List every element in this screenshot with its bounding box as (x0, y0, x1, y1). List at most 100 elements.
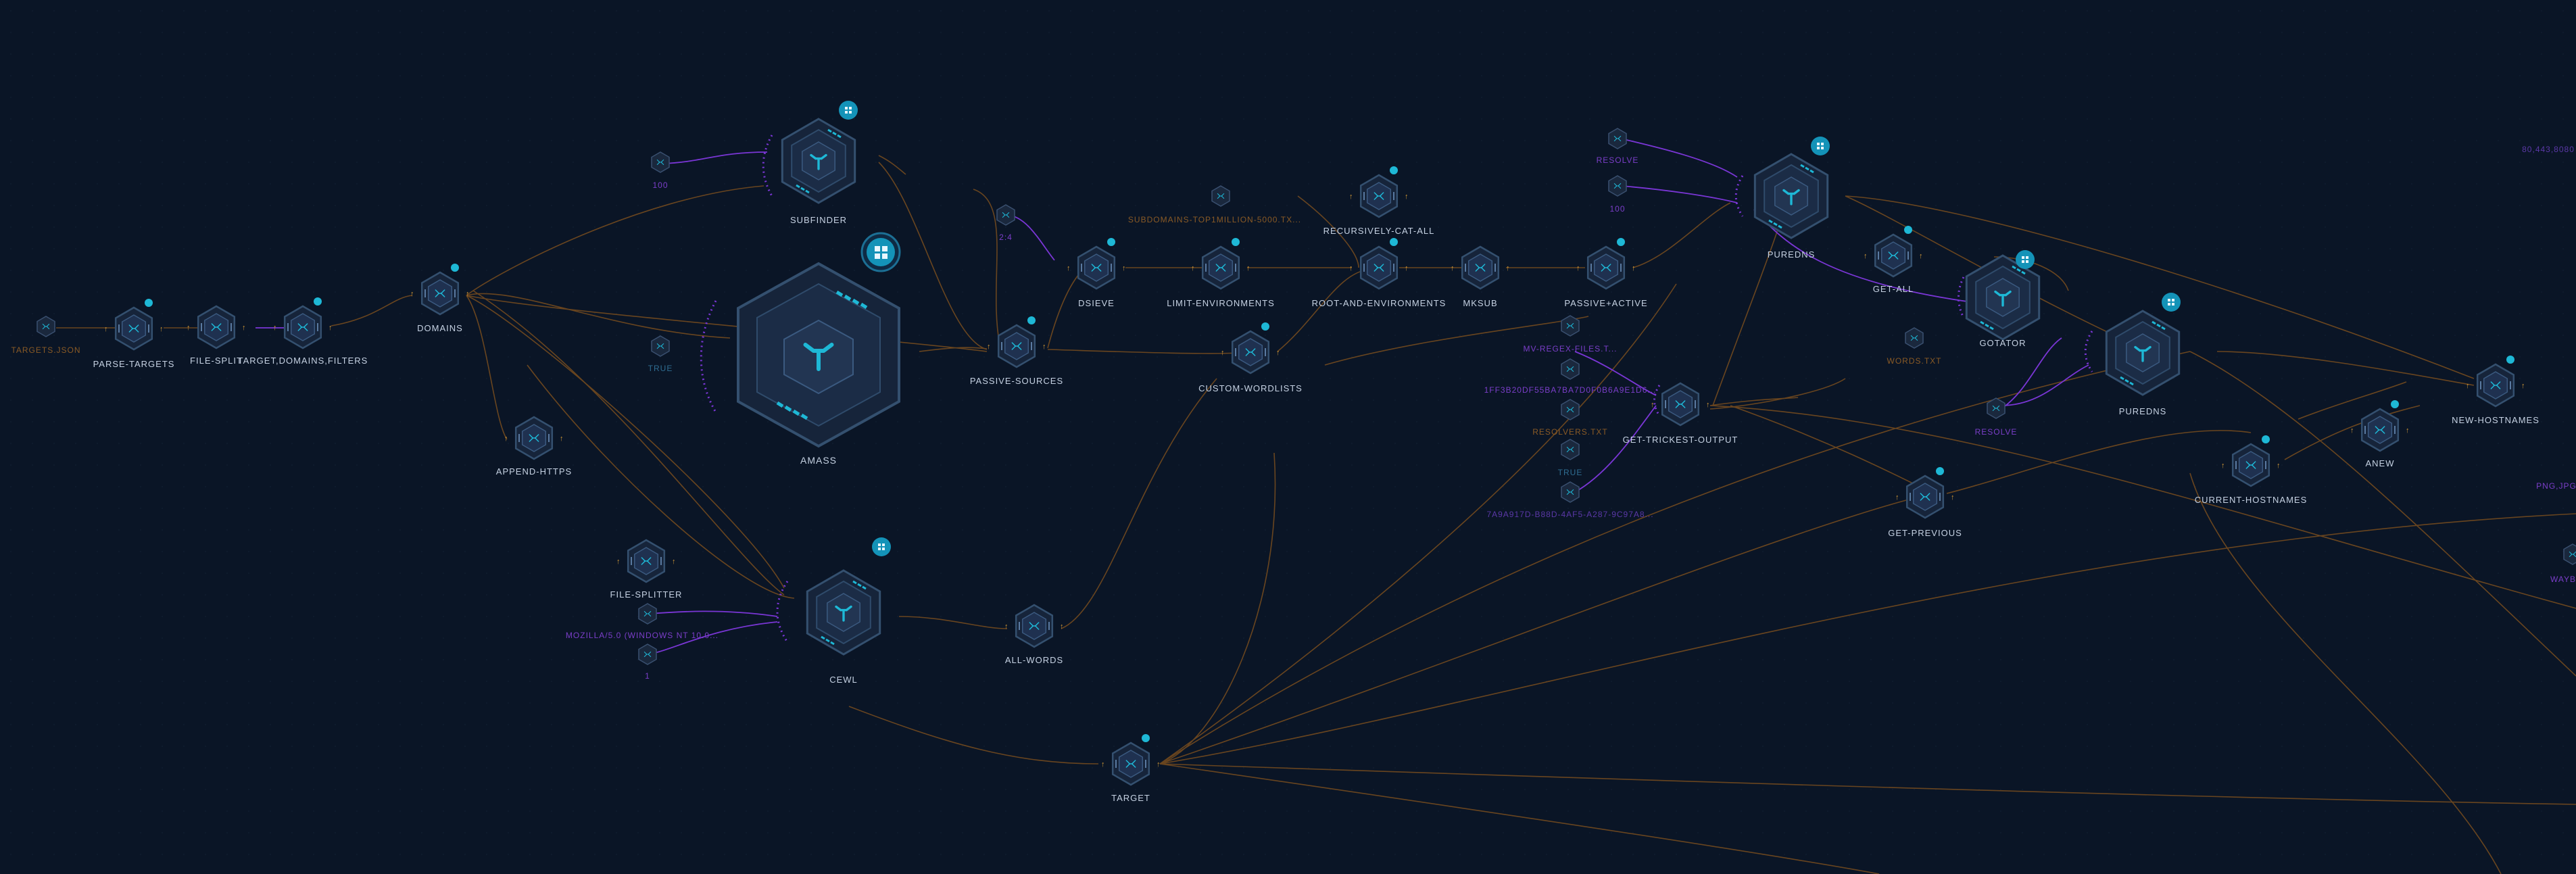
input-node-icon[interactable] (1561, 358, 1580, 380)
node-label-domains: DOMAINS (417, 323, 463, 333)
svg-text:↑: ↑ (1060, 623, 1064, 631)
status-dot (1904, 226, 1912, 234)
grid-badge-icon[interactable] (872, 537, 891, 556)
param-wayb: WAYB (2550, 575, 2576, 584)
node-cewl[interactable] (806, 537, 891, 656)
node-puredns-1[interactable] (1753, 137, 1830, 239)
node-subfinder[interactable] (781, 101, 858, 204)
input-node-icon[interactable] (1561, 481, 1580, 503)
node-all-words[interactable]: ↑↑ (1004, 604, 1064, 648)
input-node-icon[interactable] (37, 316, 55, 337)
svg-text:↑: ↑ (1067, 264, 1071, 272)
node-label-puredns-1: PUREDNS (1767, 249, 1816, 260)
param-resolve-b: RESOLVE (1974, 427, 2018, 437)
node-recursively-cat-all[interactable]: ↑↑ (1349, 166, 1409, 218)
node-label-amass: AMASS (800, 455, 837, 466)
param-100-b: 100 (1609, 204, 1626, 214)
node-limit-environments[interactable]: ↑↑ (1191, 238, 1250, 290)
grid-badge-icon[interactable] (2162, 293, 2181, 312)
param-dots[interactable] (37, 128, 2576, 665)
input-node-icon[interactable] (996, 204, 1015, 226)
node-passive-active[interactable]: ↑↑ (1576, 238, 1636, 290)
node-label-custom-wordlists: CUSTOM-WORDLISTS (1198, 383, 1303, 393)
node-label-gotator: GOTATOR (1979, 338, 2026, 348)
edges-orange (56, 155, 2576, 874)
svg-text:↑: ↑ (2221, 462, 2225, 470)
status-dot (1390, 166, 1398, 174)
node-passive-sources[interactable]: ↑↑ (987, 316, 1046, 368)
grid-badge-icon[interactable] (2016, 250, 2035, 269)
svg-text:↑: ↑ (1632, 264, 1636, 272)
input-node-icon[interactable] (651, 335, 670, 357)
node-append-https[interactable]: ↑↑ (504, 416, 564, 460)
input-node-icon[interactable] (2563, 543, 2576, 565)
input-node-icon[interactable] (638, 603, 657, 625)
input-node-icon[interactable] (1561, 399, 1580, 420)
node-label-current-hostnames: CURRENT-HOSTNAMES (2194, 495, 2308, 505)
param-100: 100 (652, 180, 669, 190)
node-get-previous[interactable]: ↑↑ (1895, 467, 1955, 519)
param-uuid-a: 1FF3B20DF55BA7BA7D0F0B6A9E1D6... (1484, 385, 1657, 395)
node-label-dsieve: DSIEVE (1078, 298, 1115, 308)
node-label-get-previous: GET-PREVIOUS (1888, 528, 1962, 538)
grid-badge-icon[interactable] (1811, 137, 1830, 155)
node-file-splitter[interactable]: ↑↑ (616, 539, 676, 583)
node-custom-wordlists[interactable]: ↑↑ (1221, 322, 1280, 374)
node-current-hostnames[interactable]: ↑↑ (2221, 435, 2281, 487)
node-label-get-all: GET-ALL (1872, 284, 1914, 294)
input-node-icon[interactable] (1561, 439, 1580, 460)
node-label-recursively-cat-all: RECURSIVELY-CAT-ALL (1323, 226, 1435, 236)
input-node-icon[interactable] (1608, 128, 1627, 149)
node-root-and-environments[interactable]: ↑↑ (1349, 238, 1409, 290)
status-dot (145, 299, 153, 307)
node-anew[interactable]: ↑↑ (2350, 400, 2410, 452)
node-new-hostnames[interactable]: ↑↑ (2466, 356, 2525, 408)
param-words-txt: WORDS.TXT (1887, 356, 1942, 366)
small-nodes[interactable]: ↑↑↑↑↑↑↑↑↑↑↑↑↑↑↑↑↑↑↑↑↑↑↑↑↑↑↑↑↑↑↑↑↑↑↑↑↑↑↑↑… (104, 166, 2525, 786)
status-dot (2391, 400, 2399, 408)
node-label-parse-targets: PARSE-TARGETS (93, 359, 175, 369)
node-dsieve[interactable]: ↑↑ (1067, 238, 1126, 290)
svg-text:↑: ↑ (187, 324, 191, 332)
status-dot (2506, 356, 2514, 364)
param-2-4: 2:4 (999, 233, 1013, 242)
node-amass-shape[interactable] (737, 232, 901, 448)
node-label-new-hostnames: NEW-HOSTNAMES (2452, 415, 2539, 425)
input-node-icon[interactable] (638, 644, 657, 665)
node-label-root-and-environments: ROOT-AND-ENVIRONMENTS (1311, 298, 1447, 308)
node-label-puredns-2: PUREDNS (2118, 406, 2167, 416)
svg-text:↑: ↑ (2521, 382, 2525, 390)
node-mksub[interactable]: ↑↑ (1451, 245, 1510, 290)
input-node-icon[interactable] (1608, 175, 1627, 197)
node-file-split[interactable]: ↑↑ (187, 305, 246, 349)
node-puredns-2[interactable] (2105, 293, 2181, 396)
node-get-trickest-output[interactable]: ↑↑ (1651, 382, 1710, 427)
input-node-icon[interactable] (1561, 315, 1580, 337)
node-label-cewl: CEWL (829, 675, 858, 685)
input-node-icon[interactable] (1905, 327, 1924, 349)
module-nodes[interactable] (781, 101, 2181, 656)
param-resolve: RESOLVE (1596, 155, 1639, 165)
node-label-all-words: ALL-WORDS (1004, 655, 1064, 665)
input-node-icon[interactable] (651, 151, 670, 173)
param-targets-json: TARGETS.JSON (11, 345, 81, 355)
node-domains[interactable]: ↑↑ (410, 264, 470, 316)
node-target-domains-filters[interactable]: ↑↑ (273, 297, 333, 349)
node-target[interactable]: ↑↑ (1101, 734, 1161, 786)
node-get-all[interactable]: ↑↑ (1864, 226, 1923, 278)
param-subdomains-wordlist: SUBDOMAINS-TOP1MILLION-5000.TX... (1127, 215, 1302, 224)
node-label-subfinder: SUBFINDER (789, 215, 848, 225)
status-dot (1027, 316, 1036, 324)
grid-badge-icon[interactable] (839, 101, 858, 120)
param-uuid-b: 7A9A917D-B88D-4AF5-A287-9C97A8... (1486, 510, 1654, 519)
input-node-icon[interactable] (1987, 397, 2006, 419)
svg-text:↑: ↑ (1506, 264, 1510, 272)
input-node-icon[interactable] (1211, 185, 1230, 207)
status-dot (314, 297, 322, 306)
port-rings (700, 135, 2093, 643)
node-gotator[interactable] (1965, 250, 2041, 341)
node-parse-targets[interactable]: ↑↑ (104, 299, 164, 351)
svg-text:↑: ↑ (1864, 252, 1868, 260)
svg-text:↑: ↑ (2406, 427, 2410, 435)
